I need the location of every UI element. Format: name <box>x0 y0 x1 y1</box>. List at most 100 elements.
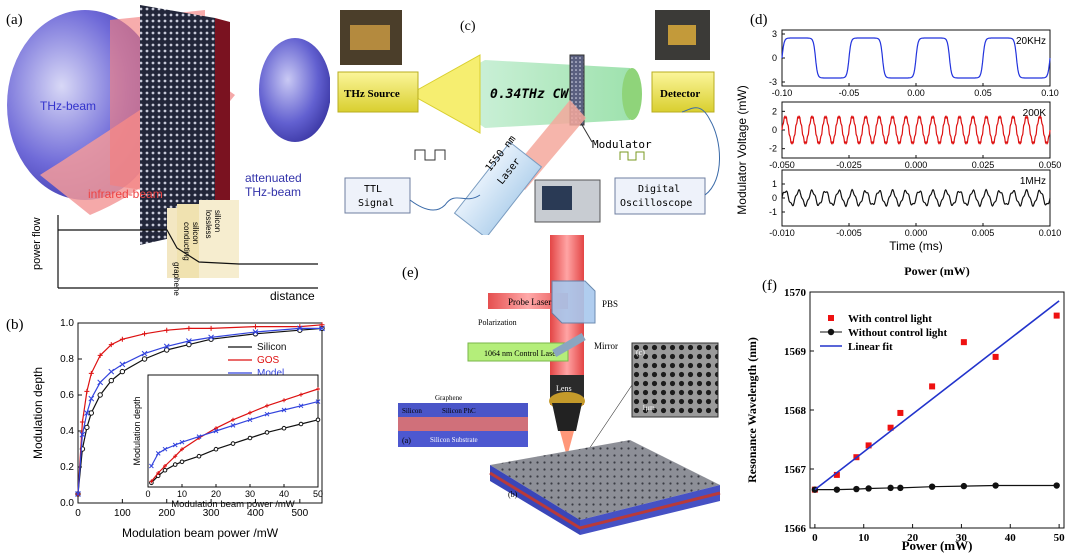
panel-b-point-silicon <box>84 424 90 431</box>
panel-b-inset-point <box>196 453 202 459</box>
panel-b-point-model <box>84 410 90 416</box>
panel-b-inset-point <box>231 417 235 422</box>
panel-a: (a) THz-beam infrared-beam attenuated TH… <box>0 0 330 305</box>
panel-f-top-xlabel: Power (mW) <box>904 264 969 278</box>
panel-b-inset-point <box>247 417 253 423</box>
panel-b-inset-point <box>172 442 178 448</box>
panel-b-point-silicon <box>97 392 103 398</box>
panel-b-xtick-label: 200 <box>158 508 175 519</box>
panel-b-frame <box>77 322 323 504</box>
panel-b-ytick-label: 0.2 <box>60 462 74 473</box>
panel-b-ylabel: Modulation depth <box>31 367 45 459</box>
panel-f-ylabel: Resonance Wavelength (nm) <box>745 337 759 483</box>
panel-f-point-without-control-light <box>865 485 872 492</box>
panel-b-inset-point <box>180 447 184 452</box>
panel-d-xtick-label-1: 0.025 <box>972 160 995 170</box>
panel-f-point-with-control-light <box>992 353 999 360</box>
panel-b-point-gos <box>142 331 148 337</box>
panel-d-ytick-label-0: 0 <box>772 53 777 63</box>
panel-b-point-silicon <box>119 368 126 375</box>
sem-inset <box>631 342 719 418</box>
panel-e-label: (e) <box>402 265 419 281</box>
osc-waveform-icon <box>619 151 645 161</box>
panel-b-legend-silicon: Silicon <box>257 342 286 353</box>
panel-d-xtick-label-2: 0.000 <box>905 228 928 238</box>
panel-d-ytick-label-0: 3 <box>772 29 777 39</box>
panel-f-label: (f) <box>762 278 777 294</box>
panel-d-xtick-label-2: 0.010 <box>1039 228 1062 238</box>
silicon-label: Silicon <box>402 407 422 415</box>
panel-f-fit-line <box>814 300 1060 491</box>
slab-edge <box>215 18 230 228</box>
panel-b-inset-point <box>298 403 304 409</box>
probe-beam <box>488 293 568 309</box>
panel-d-xtick-label-2: -0.005 <box>836 228 862 238</box>
thz-beam-label: THz-beam <box>40 99 96 113</box>
layer-lossless-label-1: lossless <box>204 210 213 238</box>
panel-b-inset-point <box>179 459 185 465</box>
panel-f-xtick-label: 0 <box>812 532 818 544</box>
panel-f-point-without-control-light <box>833 486 841 493</box>
panel-b-inset-point <box>162 467 168 473</box>
panel-d-xtick-label-2: 0.005 <box>972 228 995 238</box>
panel-f-point-without-control-light <box>853 485 860 493</box>
lens-label: Lens <box>556 384 572 393</box>
panel-f-ytick-label: 1570 <box>784 287 807 299</box>
inset-a-substrate <box>398 431 528 447</box>
panel-b-inset-point <box>156 471 161 475</box>
panel-f-point-with-control-light <box>833 471 840 478</box>
panel-b-inset-point <box>281 407 287 413</box>
panel-d-trace-1 <box>781 115 1051 145</box>
panel-f-point-with-control-light <box>960 339 967 346</box>
panel-b-point-model <box>252 329 259 335</box>
panel-b-inset-point <box>298 421 304 427</box>
panel-b-point-model <box>75 491 81 497</box>
panel-b-inset-point <box>196 434 202 439</box>
panel-d-ytick-label-1: 0 <box>772 125 777 135</box>
panel-f-point-with-control-light <box>897 409 904 416</box>
focus-cone <box>560 431 574 457</box>
panel-d-xtick-label-0: -0.05 <box>839 88 860 98</box>
polarization-label: Polarization <box>478 318 517 327</box>
panel-b-point-model <box>97 379 104 386</box>
layer-conducting-label-1: conducting <box>182 222 191 261</box>
panel-b-xtick-label: 300 <box>203 508 220 519</box>
panel-b-point-silicon <box>164 347 170 353</box>
panel-b-legend-gos: GOS <box>257 355 280 366</box>
panel-b-point-model <box>88 395 95 402</box>
panel-f-point-without-control-light <box>928 483 936 490</box>
panel-b-legend-model: Model <box>257 368 284 379</box>
panel-b-point-gos <box>88 370 94 376</box>
panel-f-legend-marker <box>827 328 835 336</box>
panel-f-point-without-control-light <box>992 482 999 489</box>
panel-d-xtick-label-0: -0.10 <box>772 88 793 98</box>
control-laser-label: 1064 nm Control Laser <box>484 349 559 358</box>
chip-oxide-line <box>489 471 721 530</box>
panel-d-ytick-label-0: -3 <box>769 77 777 87</box>
panel-f-legend-marker <box>828 315 834 321</box>
detector-photo-detail <box>668 25 696 45</box>
probe-laser-label: Probe Laser <box>508 297 551 307</box>
graphene-label: Graphene <box>435 394 462 402</box>
panel-f-point-without-control-light <box>960 482 968 490</box>
source-cone <box>408 54 481 134</box>
panel-b-inset-xtick-label: 40 <box>279 489 289 499</box>
modulator-label: Modulator <box>592 138 652 151</box>
pbs-label: PBS <box>602 299 618 309</box>
panel-b-inset-point <box>173 454 178 459</box>
panel-b-point-gos <box>252 324 258 330</box>
panel-b-inset-point <box>155 451 161 456</box>
graphene-layer <box>167 208 177 278</box>
panel-b-inset-xtick-label: 30 <box>245 489 255 499</box>
panel-b-inset-point <box>315 417 321 423</box>
panel-d-ytick-label-2: 0 <box>772 193 777 203</box>
silicon-substrate-label: Silicon Substrate <box>430 436 478 444</box>
panel-b-xlabel: Modulation beam power /mW <box>122 526 279 540</box>
panel-d-xtick-label-0: 0.10 <box>1041 88 1059 98</box>
panel-b-xtick-label: 0 <box>75 508 81 519</box>
panel-f-series-line-without-control-light <box>814 484 1057 491</box>
panel-b-point-model <box>319 325 325 332</box>
thz-source-box <box>337 71 419 113</box>
ttl-cable <box>409 194 481 211</box>
